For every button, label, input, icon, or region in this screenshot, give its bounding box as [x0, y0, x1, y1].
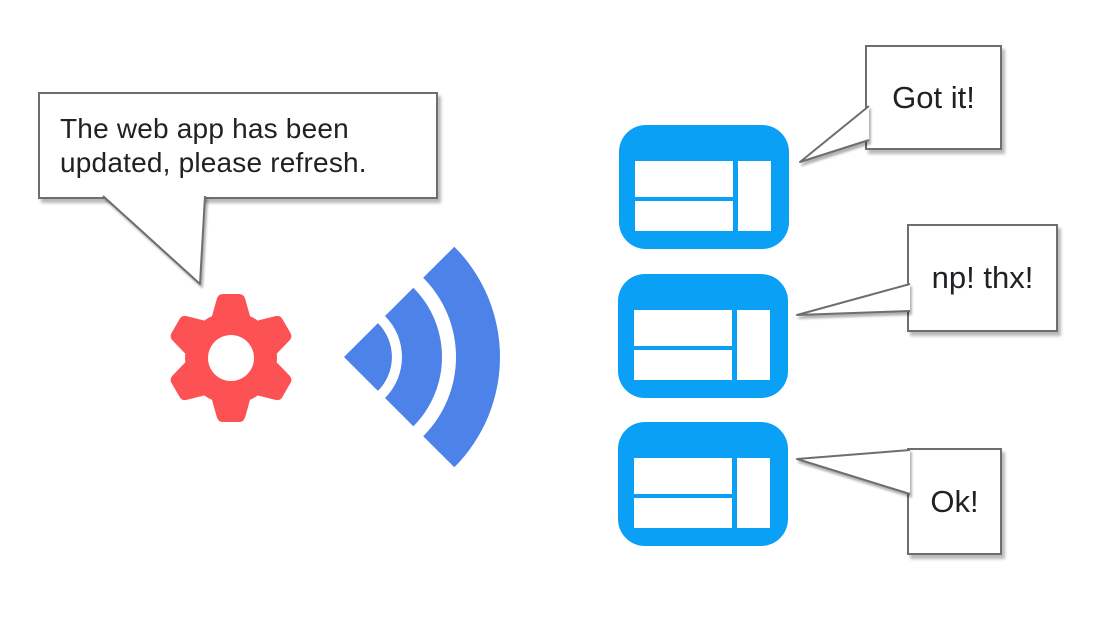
window-content-row	[634, 498, 732, 528]
window-content-row	[635, 201, 733, 231]
server-bubble-tail	[102, 195, 206, 285]
client-reply-tail	[796, 283, 911, 316]
client-reply-text: Got it!	[892, 79, 975, 115]
window-content-row	[634, 350, 732, 380]
web-app-window-icon	[618, 422, 788, 546]
wifi-waves	[344, 246, 500, 468]
server-message-text: The web app has been updated, please ref…	[60, 112, 367, 178]
window-sidebar-column	[737, 310, 770, 380]
server-message-bubble: The web app has been updated, please ref…	[38, 92, 438, 199]
web-app-window-icon	[619, 125, 789, 249]
client-reply-bubble: np! thx!	[907, 224, 1058, 332]
gear-center-hole	[208, 335, 254, 381]
window-sidebar-column	[737, 458, 770, 528]
client-reply-tail	[796, 449, 911, 495]
client-reply-bubble: Got it!	[865, 45, 1002, 150]
web-app-window-icon	[618, 274, 788, 398]
window-sidebar-column	[738, 161, 771, 231]
window-content-row	[635, 161, 733, 197]
wifi-broadcast-icon	[344, 246, 500, 468]
client-reply-text: np! thx!	[931, 260, 1034, 295]
window-content-row	[634, 458, 732, 494]
gear-icon	[170, 294, 292, 422]
client-reply-tail	[799, 105, 870, 163]
client-reply-text: Ok!	[930, 483, 979, 519]
window-content-row	[634, 310, 732, 346]
client-reply-bubble: Ok!	[907, 448, 1002, 555]
